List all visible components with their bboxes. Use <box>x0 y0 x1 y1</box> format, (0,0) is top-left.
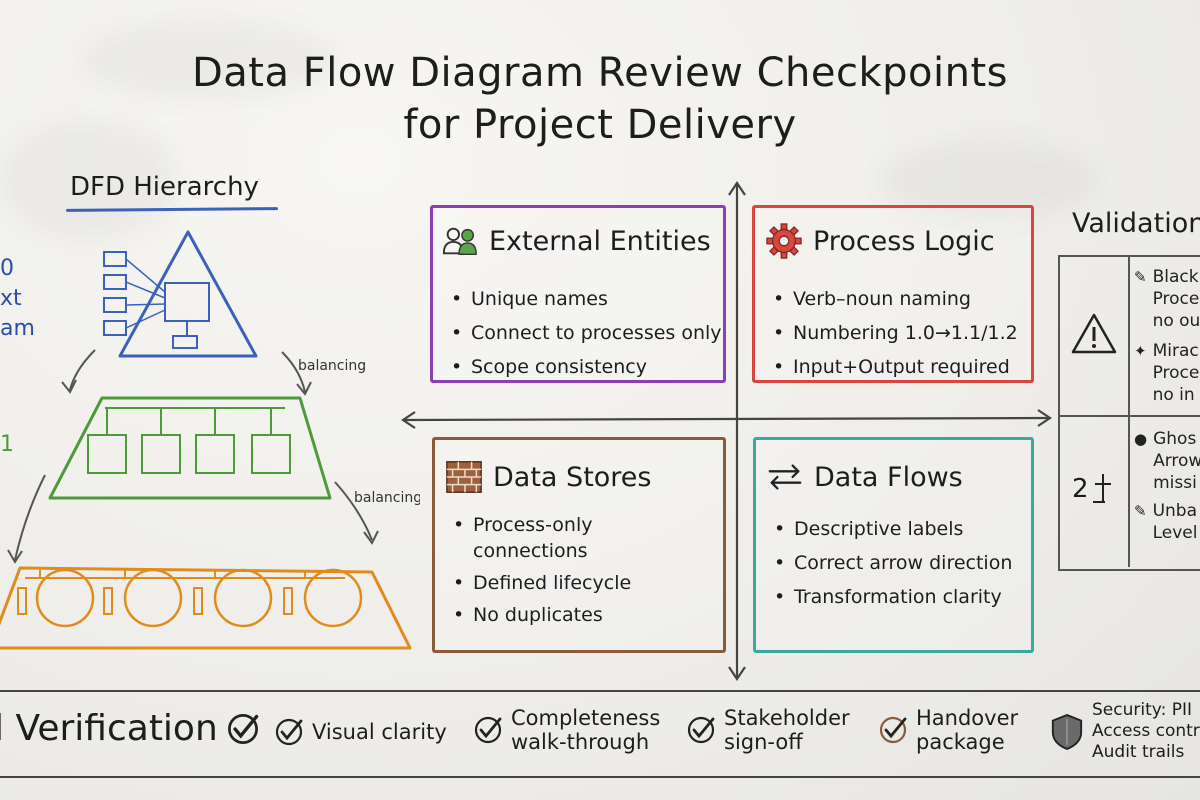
validation-text: no ou <box>1152 311 1200 331</box>
data-stores-panel: Data Stores Process-only connections Def… <box>432 437 726 653</box>
list-item: Verb–noun naming <box>771 282 1018 316</box>
final-verification-bar <box>0 690 1200 778</box>
cut-text-line: xt <box>0 286 22 311</box>
validation-text: Mirac <box>1152 341 1199 361</box>
data-flows-panel: Data Flows Descriptive labels Correct ar… <box>753 437 1034 653</box>
level2-trapezoid <box>0 566 412 650</box>
quadrant-axes <box>401 181 1052 681</box>
check-circle-icon <box>687 716 715 744</box>
pencil-icon: ✎ <box>1134 502 1147 520</box>
completeness-label: walk-through <box>511 730 650 754</box>
data-flows-list: Descriptive labels Correct arrow directi… <box>772 512 1012 614</box>
validation-row: ✦ Mirac Proce no in <box>1134 340 1199 406</box>
validation-row-divider <box>1058 415 1200 417</box>
balancing-arrows-2 <box>7 474 379 564</box>
imbalance-icon <box>1092 474 1111 503</box>
data-flows-title: Data Flows <box>814 461 963 493</box>
process-logic-panel: Process Logic Verb–noun naming Numbering… <box>752 205 1034 384</box>
list-item: Correct arrow direction <box>772 546 1012 580</box>
balancing-arrows-1 <box>61 349 312 396</box>
balancing-label-2: balancing <box>354 490 420 506</box>
context-level-triangle <box>103 230 258 358</box>
validation-row: ✎ Black Proce no ou <box>1134 266 1200 332</box>
check-circle-icon <box>879 716 907 744</box>
visual-clarity-label: Visual clarity <box>312 720 447 744</box>
visual-clarity-item: Visual clarity <box>274 717 447 747</box>
security-label: Access contr <box>1092 721 1200 741</box>
list-item: Defined lifecycle <box>451 570 633 596</box>
final-verification-heading: al Verification <box>0 708 260 749</box>
validation-row: ● Ghos Arrow missi <box>1134 428 1200 494</box>
validation-row: ✎ Unba Level <box>1134 500 1197 544</box>
validation-title: Validation <box>1072 208 1200 239</box>
list-item: Descriptive labels <box>772 512 1012 546</box>
page-subtitle: for Project Delivery <box>403 102 797 148</box>
external-entities-list: Unique names Connect to processes only S… <box>449 282 722 384</box>
users-icon <box>442 227 477 256</box>
check-circle-icon <box>474 716 502 744</box>
validation-text: Level <box>1152 523 1198 543</box>
hierarchy-title-underline <box>65 207 279 212</box>
completeness-item: Completeness walk-through <box>473 706 660 754</box>
list-item: Numbering 1.0→1.1/1.2 <box>771 316 1018 350</box>
cut-text-line: am <box>0 316 35 341</box>
sparkle-icon: ✦ <box>1134 342 1147 360</box>
list-item: Transformation clarity <box>772 580 1012 614</box>
validation-text: Arrow <box>1153 451 1200 471</box>
stakeholder-item: Stakeholder sign-off <box>686 706 850 754</box>
pencil-icon: ✎ <box>1134 268 1147 286</box>
check-circle-icon <box>275 718 303 746</box>
person-icon: ● <box>1134 430 1148 448</box>
handover-label: Handover <box>916 706 1019 730</box>
validation-text: no in <box>1152 385 1195 405</box>
security-label: Audit trails <box>1092 742 1185 762</box>
cut-text-line: 0 <box>0 256 14 281</box>
data-stores-title: Data Stores <box>493 461 652 493</box>
list-item: No duplicates <box>451 602 633 628</box>
process-logic-list: Verb–noun naming Numbering 1.0→1.1/1.2 I… <box>771 282 1018 384</box>
validation-text: Unba <box>1152 501 1198 521</box>
security-item: Security: PII Access contr Audit trails <box>1050 700 1200 763</box>
gear-icon <box>766 223 802 259</box>
external-entities-panel: External Entities Unique names Connect t… <box>430 205 726 384</box>
hierarchy-title: DFD Hierarchy <box>70 172 259 202</box>
handover-label: package <box>916 730 1005 754</box>
list-item: Unique names <box>449 282 722 316</box>
list-item: Process-only connections <box>451 512 633 564</box>
cut-mark: 1 <box>0 432 14 457</box>
list-item: Input+Output required <box>771 350 1018 384</box>
handover-item: Handover package <box>878 706 1018 754</box>
validation-level-number: 2 <box>1072 474 1089 504</box>
list-item: Scope consistency <box>449 350 722 384</box>
security-label: Security: PII <box>1092 700 1192 720</box>
external-entities-title: External Entities <box>489 225 711 257</box>
validation-text: missi <box>1153 473 1197 493</box>
brick-wall-icon <box>446 461 482 493</box>
list-item: Connect to processes only <box>449 316 722 350</box>
validation-text: Ghos <box>1153 429 1197 449</box>
check-circle-icon <box>227 714 259 744</box>
final-verification-label: al Verification <box>0 708 218 749</box>
validation-text: Black <box>1152 267 1199 287</box>
completeness-label: Completeness <box>511 706 661 730</box>
stakeholder-label: sign-off <box>724 730 803 754</box>
shield-icon <box>1051 713 1083 750</box>
validation-text: Proce <box>1152 363 1200 383</box>
dfd-hierarchy-diagram: balancing balancing <box>0 230 420 650</box>
warning-icon <box>1071 313 1117 354</box>
balancing-label-1: balancing <box>298 358 366 374</box>
swap-arrows-icon <box>768 464 802 490</box>
stakeholder-label: Stakeholder <box>724 706 850 730</box>
validation-text: Proce <box>1152 289 1200 309</box>
data-stores-list: Process-only connections Defined lifecyc… <box>451 512 633 628</box>
page-title: Data Flow Diagram Review Checkpoints <box>191 50 1009 96</box>
level1-trapezoid <box>48 396 332 500</box>
process-logic-title: Process Logic <box>813 225 995 257</box>
validation-divider <box>1128 255 1130 567</box>
